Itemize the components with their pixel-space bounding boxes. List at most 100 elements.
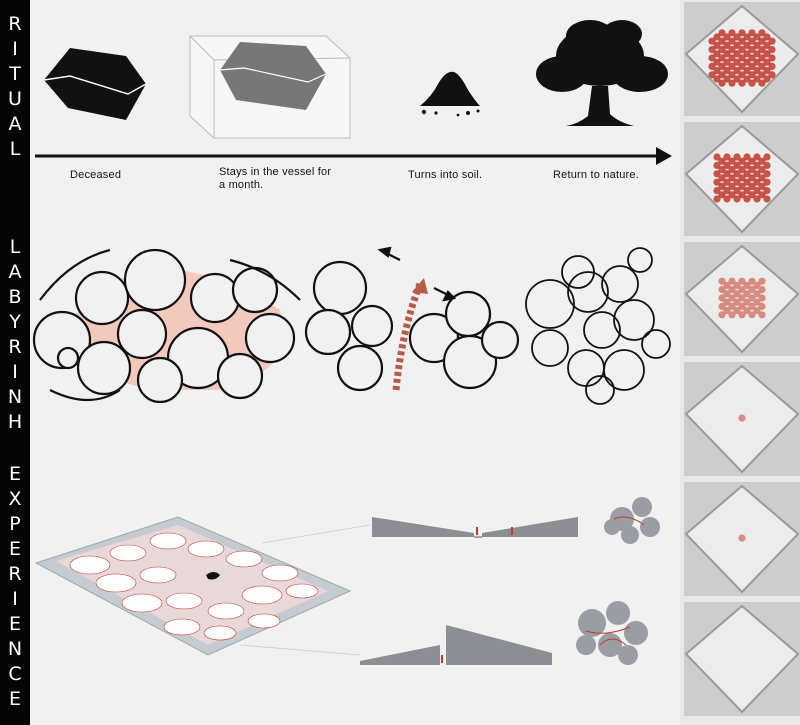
sidebar-letter: T bbox=[9, 63, 21, 85]
plan-dot bbox=[713, 67, 721, 75]
plan-dot bbox=[753, 153, 761, 161]
plan-dot bbox=[748, 166, 756, 174]
plan-dot bbox=[733, 33, 741, 41]
sidebar-letter: U bbox=[8, 88, 22, 110]
plan-dot bbox=[748, 182, 756, 190]
sidebar-letter: E bbox=[8, 538, 21, 560]
timeline-step-4-label: Return to nature. bbox=[553, 169, 639, 181]
plan-dot bbox=[718, 166, 726, 174]
plan-dot bbox=[728, 191, 736, 199]
plan-dot bbox=[758, 166, 766, 174]
plan-dot bbox=[758, 79, 766, 87]
plan-dot bbox=[753, 41, 761, 50]
plan-dot bbox=[708, 46, 716, 54]
plan-dot bbox=[758, 277, 766, 285]
plan-dot bbox=[713, 187, 721, 195]
plan-dot bbox=[738, 302, 746, 310]
plan-dot bbox=[738, 54, 746, 62]
sidebar-letter: R bbox=[8, 563, 22, 585]
sidebar-letter: C bbox=[8, 663, 22, 685]
plan-dot bbox=[743, 161, 751, 169]
sidebar-letter: I bbox=[12, 38, 18, 60]
plan-dot bbox=[723, 153, 731, 161]
tree-icon bbox=[536, 20, 668, 126]
plan-dot bbox=[743, 67, 751, 75]
site-plan-panel bbox=[684, 602, 800, 716]
plan-dot bbox=[743, 195, 751, 203]
plan-dot bbox=[738, 311, 746, 319]
plan-dot bbox=[748, 79, 756, 87]
plan-dot bbox=[718, 29, 726, 37]
sidebar-letter: H bbox=[7, 411, 23, 433]
plan-dot bbox=[718, 62, 726, 70]
plan-dot bbox=[753, 67, 761, 75]
sketch-split-cells bbox=[304, 246, 520, 392]
plan-dot bbox=[723, 50, 731, 58]
plan-dot bbox=[718, 182, 726, 190]
site-plan-panel bbox=[684, 362, 800, 476]
plan-dot bbox=[758, 46, 766, 54]
sidebar-letter: X bbox=[8, 488, 22, 510]
plan-dot bbox=[743, 290, 751, 298]
plan-dot bbox=[763, 75, 771, 83]
plan-dot bbox=[723, 75, 731, 83]
plan-dot bbox=[738, 71, 746, 79]
sidebar-letter: L bbox=[9, 138, 21, 160]
plan-dot bbox=[753, 290, 761, 298]
plan-dot bbox=[743, 33, 751, 41]
plan-dot bbox=[728, 62, 736, 70]
plan-dot bbox=[733, 290, 741, 298]
plan-dot bbox=[758, 191, 766, 199]
plan-dot bbox=[728, 166, 736, 174]
plan-dot bbox=[728, 302, 736, 310]
sidebar-letter: P bbox=[9, 513, 21, 535]
plan-dot bbox=[743, 170, 751, 178]
plan-dot bbox=[743, 281, 751, 289]
plan-dot bbox=[763, 161, 771, 169]
plan-dot bbox=[723, 281, 731, 289]
plan-dot bbox=[713, 58, 721, 66]
plan-dot bbox=[718, 157, 726, 165]
plan-dot bbox=[713, 33, 721, 41]
plan-dot bbox=[743, 50, 751, 58]
timeline-illustrations bbox=[35, 20, 672, 165]
main-diagram-area: Deceased Stays in the vessel for a month… bbox=[30, 0, 680, 725]
plan-dot bbox=[723, 58, 731, 66]
sketch-dense-cells bbox=[32, 248, 301, 404]
plan-dot bbox=[738, 46, 746, 54]
plan-dot bbox=[738, 166, 746, 174]
sidebar-letter: I bbox=[12, 361, 18, 383]
plan-dot bbox=[723, 307, 731, 315]
sidebar-letter: E bbox=[8, 688, 21, 710]
plan-dot bbox=[723, 187, 731, 195]
plan-dot bbox=[748, 29, 756, 37]
site-plan-panel bbox=[684, 2, 800, 116]
timeline-arrow bbox=[35, 147, 672, 165]
plan-dot bbox=[723, 41, 731, 50]
plan-dot bbox=[748, 46, 756, 54]
plan-dot bbox=[713, 161, 721, 169]
plan-dot bbox=[738, 62, 746, 70]
plan-dot bbox=[728, 157, 736, 165]
plan-dot bbox=[713, 178, 721, 186]
timeline-step-2-label: Stays in the vessel for a month. bbox=[219, 166, 332, 191]
plan-dot bbox=[763, 67, 771, 75]
plan-dot bbox=[718, 71, 726, 79]
plan-dot bbox=[768, 62, 776, 70]
plan-dot bbox=[718, 79, 726, 87]
plan-dot bbox=[758, 302, 766, 310]
plan-dot bbox=[708, 54, 716, 62]
plan-dot bbox=[713, 50, 721, 58]
plan-dot bbox=[733, 170, 741, 178]
plan-dot bbox=[738, 277, 746, 285]
plan-dot bbox=[723, 195, 731, 203]
cell-sketches bbox=[32, 246, 671, 405]
plan-dot bbox=[743, 75, 751, 83]
plan-dot bbox=[758, 54, 766, 62]
plan-dot bbox=[763, 187, 771, 195]
sidebar-letter: B bbox=[8, 286, 22, 308]
site-plan-panel bbox=[684, 122, 800, 236]
plan-dot bbox=[758, 311, 766, 319]
plan-dot bbox=[713, 41, 721, 50]
plan-dot bbox=[763, 178, 771, 186]
